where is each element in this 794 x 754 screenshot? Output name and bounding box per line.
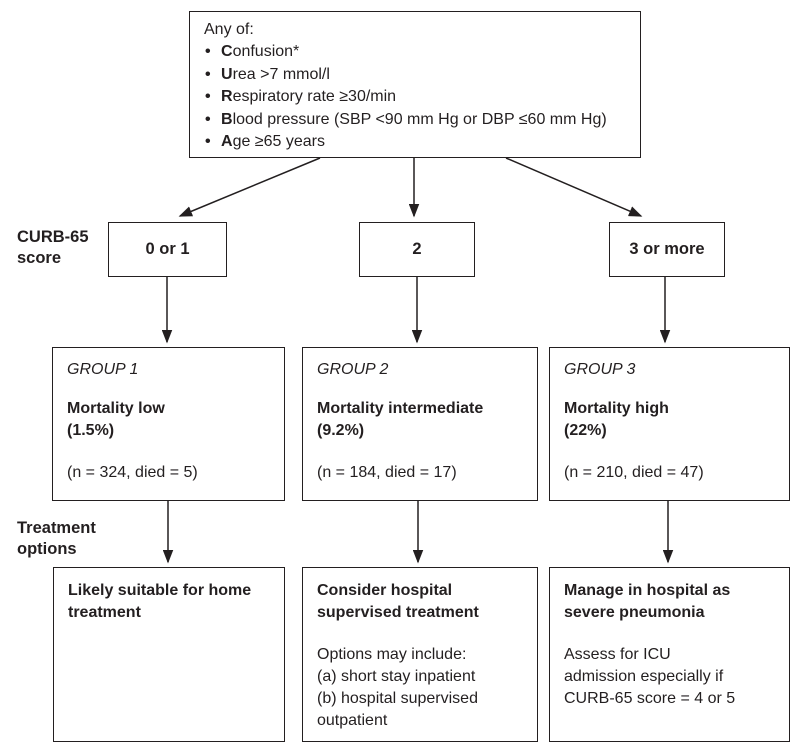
arrow-criteria-to-score-3 — [505, 157, 643, 217]
criteria-initial: U — [221, 65, 233, 83]
criteria-initial: R — [221, 88, 233, 106]
treatment-heading: Consider hospital supervised treatment — [317, 582, 479, 621]
criteria-initial: B — [221, 110, 233, 128]
criteria-item-respiratory-rate: Respiratory rate ≥30/min — [204, 86, 630, 109]
score-box-2: 2 — [359, 222, 475, 277]
group-stats: (n = 210, died = 47) — [564, 464, 704, 481]
score-box-0-or-1: 0 or 1 — [108, 222, 227, 277]
criteria-list: Confusion* Urea >7 mmol/l Respiratory ra… — [204, 41, 630, 153]
curb65-score-label: CURB-65 score — [17, 228, 89, 267]
treatment-box-hospital-supervised: Consider hospital supervised treatment O… — [302, 567, 538, 742]
group-name: GROUP 3 — [564, 361, 636, 378]
score-box-3-or-more: 3 or more — [609, 222, 725, 277]
treatment-box-severe-pneumonia: Manage in hospital as severe pneumonia A… — [549, 567, 790, 742]
criteria-box: Any of: Confusion* Urea >7 mmol/l Respir… — [189, 11, 641, 158]
treatment-heading: Manage in hospital as severe pneumonia — [564, 582, 731, 621]
group-1-box: GROUP 1 Mortality low (1.5%) (n = 324, d… — [52, 347, 285, 501]
group-2-box: GROUP 2 Mortality intermediate (9.2%) (n… — [302, 347, 538, 501]
group-name: GROUP 1 — [67, 361, 139, 378]
criteria-item-urea: Urea >7 mmol/l — [204, 64, 630, 87]
group-mortality: Mortality low (1.5%) — [67, 400, 165, 439]
group-mortality: Mortality intermediate (9.2%) — [317, 400, 484, 439]
treatment-body: Assess for ICU admission especially if C… — [564, 646, 736, 707]
criteria-text: rea >7 mmol/l — [232, 65, 330, 83]
treatment-options-label: Treatment options — [17, 519, 96, 558]
criteria-intro: Any of: — [204, 21, 254, 38]
treatment-box-home: Likely suitable for home treatment — [53, 567, 285, 742]
criteria-item-age: Age ≥65 years — [204, 131, 630, 154]
arrow-criteria-to-score-1 — [178, 157, 321, 217]
group-name: GROUP 2 — [317, 361, 389, 378]
treatment-body: Options may include: (a) short stay inpa… — [317, 646, 478, 729]
criteria-text: espiratory rate ≥30/min — [232, 88, 397, 106]
group-3-box: GROUP 3 Mortality high (22%) (n = 210, d… — [549, 347, 790, 501]
group-stats: (n = 184, died = 17) — [317, 464, 457, 481]
criteria-text: lood pressure (SBP <90 mm Hg or DBP ≤60 … — [232, 110, 607, 128]
criteria-item-confusion: Confusion* — [204, 41, 630, 64]
group-mortality: Mortality high (22%) — [564, 400, 669, 439]
criteria-text: ge ≥65 years — [232, 133, 325, 151]
criteria-text: onfusion* — [232, 43, 300, 61]
group-stats: (n = 324, died = 5) — [67, 464, 198, 481]
criteria-item-blood-pressure: Blood pressure (SBP <90 mm Hg or DBP ≤60… — [204, 109, 630, 132]
criteria-initial: C — [221, 43, 233, 61]
criteria-initial: A — [221, 133, 233, 151]
treatment-heading: Likely suitable for home treatment — [68, 582, 252, 621]
